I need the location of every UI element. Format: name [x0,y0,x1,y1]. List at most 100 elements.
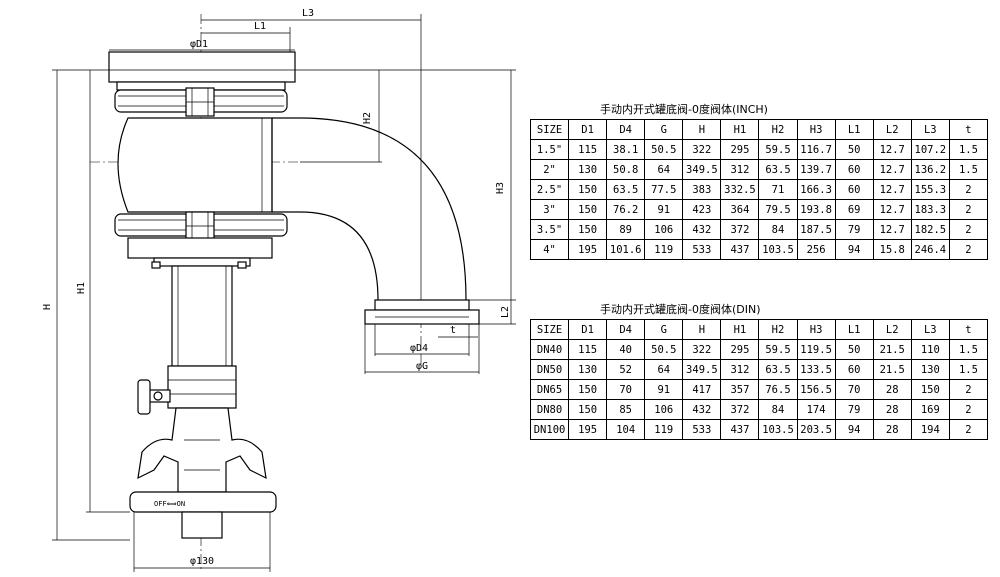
table-cell: 50 [834,139,874,160]
table-cell: 116.7 [796,139,836,160]
table-cell: 70 [834,379,874,400]
table-cell: 103.5 [758,419,798,440]
dim-H2: H2 [362,112,373,124]
col-header: L2 [872,119,912,140]
table-cell: 246.4 [910,239,950,260]
table-cell: 50.5 [644,339,684,360]
outlet-elbow [272,117,467,301]
inch-table-title: 手动内开式罐底阀-0度阀体(INCH) [600,103,768,116]
table-cell: 322 [682,139,722,160]
table-cell: 115 [568,339,608,360]
dim-H: H [42,304,53,310]
table-cell: 63.5 [606,179,646,200]
table-cell: 38.1 [606,139,646,160]
handwheel-yoke [137,407,267,493]
col-header: G [644,119,684,140]
din-header-row: SIZE D1 D4 G H H1 H2 H3 L1 L2 L3 t [529,319,989,340]
col-header: H2 [758,319,798,340]
table-cell: 130 [568,359,608,380]
dim-t: t [450,325,456,336]
table-cell: 84 [758,399,798,420]
col-header: SIZE [529,319,570,340]
table-cell: 1.5 [948,339,989,360]
table-cell: DN80 [529,399,570,420]
table-cell: 85 [606,399,646,420]
table-cell: 150 [910,379,950,400]
dim-G: φG [416,361,428,372]
table-cell: 104 [606,419,646,440]
table-cell: 150 [568,179,608,200]
dim-D130: φ130 [190,556,214,567]
table-cell: 432 [682,219,722,240]
table-cell: 193.8 [796,199,836,220]
handwheel-direction-label: OFF⟺ON [154,500,185,508]
table-cell: 119.5 [796,339,836,360]
table-cell: 12.7 [872,159,912,180]
col-header: D1 [568,319,608,340]
table-cell: DN100 [529,419,570,440]
table-cell: 150 [568,399,608,420]
table-cell: 136.2 [910,159,950,180]
col-header: H3 [796,119,836,140]
valve-body [117,117,273,213]
dim-H3: H3 [495,182,506,194]
col-header: H [682,119,722,140]
col-header: L3 [910,319,950,340]
col-header: t [948,119,989,140]
table-cell: 2 [948,239,989,260]
table-cell: 119 [644,239,684,260]
dim-L3: L3 [302,8,314,19]
table-cell: 89 [606,219,646,240]
table-cell: 133.5 [796,359,836,380]
table-cell: 79 [834,219,874,240]
table-cell: 12.7 [872,199,912,220]
table-cell: 94 [834,419,874,440]
table-cell: 12.7 [872,219,912,240]
table-cell: 50.8 [606,159,646,180]
table-cell: 3.5" [529,219,570,240]
dim-D4: φD4 [410,343,428,354]
table-cell: 194 [910,419,950,440]
table-cell: 94 [834,239,874,260]
table-cell: 64 [644,359,684,380]
table-cell: 195 [568,419,608,440]
table-cell: 59.5 [758,339,798,360]
table-cell: 63.5 [758,359,798,380]
table-cell: 437 [720,419,760,440]
col-header: L1 [834,319,874,340]
table-cell: 79.5 [758,199,798,220]
table-cell: 357 [720,379,760,400]
outlet-flange [374,299,470,311]
table-cell: 423 [682,199,722,220]
stem-housing [171,265,233,367]
table-cell: 1.5 [948,139,989,160]
table-cell: DN50 [529,359,570,380]
table-cell: 107.2 [910,139,950,160]
table-cell: 60 [834,159,874,180]
col-header: L3 [910,119,950,140]
dim-L1: L1 [254,21,266,32]
table-cell: 349.5 [682,159,722,180]
top-flange [108,51,296,83]
table-cell: DN65 [529,379,570,400]
table-cell: 533 [682,239,722,260]
table-cell: 2 [948,179,989,200]
table-cell: 432 [682,399,722,420]
col-header: H3 [796,319,836,340]
table-cell: 12.7 [872,179,912,200]
table-cell: 295 [720,339,760,360]
table-cell: 312 [720,159,760,180]
table-cell: 79 [834,399,874,420]
din-table-title: 手动内开式罐底阀-0度阀体(DIN) [600,303,761,316]
table-cell: 63.5 [758,159,798,180]
dim-D1: φD1 [190,39,208,50]
table-cell: 69 [834,199,874,220]
din-table-block: 手动内开式罐底阀-0度阀体(DIN) SIZE D1 D4 G H H1 H2 … [529,301,989,440]
